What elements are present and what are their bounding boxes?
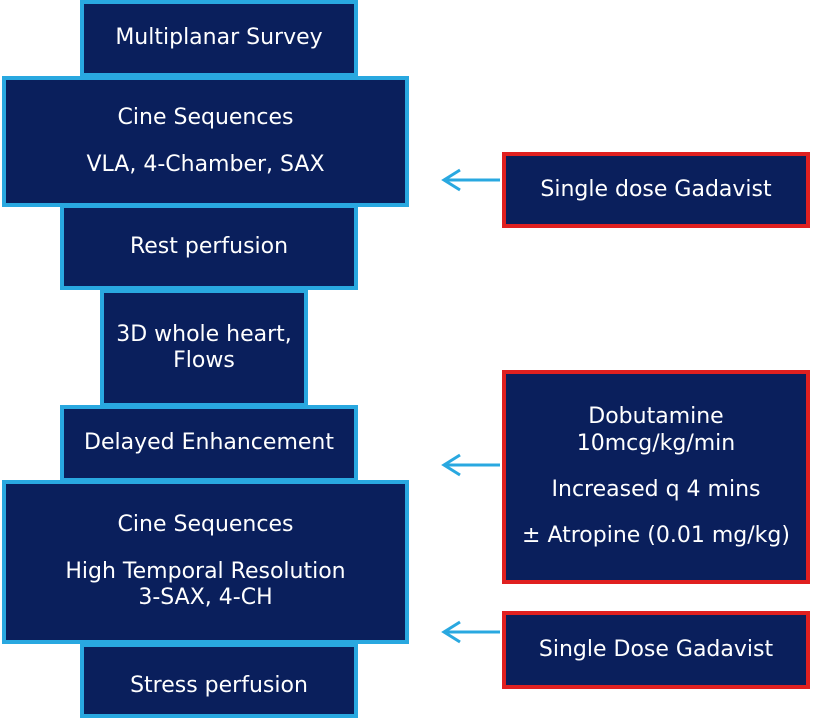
step-detail: 3-SAX, 4-CH [138,585,273,611]
agent-atropine: ± Atropine (0.01 mg/kg) [522,523,790,549]
step-detail: VLA, 4-Chamber, SAX [86,151,325,177]
step-stress-perfusion: Stress perfusion [80,643,358,718]
agent-label: Dobutamine [588,404,724,430]
agent-label: Single Dose Gadavist [538,636,774,662]
arrow-gadavist-2 [441,620,500,644]
agent-dobutamine: Dobutamine 10mcg/kg/min Increased q 4 mi… [502,370,810,584]
agent-label: Single dose Gadavist [540,176,772,202]
arrow-gadavist-1 [441,168,500,192]
step-label: Stress perfusion [130,673,308,699]
step-label: Delayed Enhancement [84,430,334,456]
step-label: Multiplanar Survey [115,25,323,51]
step-label: Cine Sequences [117,512,294,538]
agent-single-dose-gadavist-1: Single dose Gadavist [502,152,810,228]
agent-dose: 10mcg/kg/min [576,430,736,456]
agent-increment: Increased q 4 mins [551,477,761,502]
step-label: 3D whole heart, [116,321,292,347]
step-multiplanar-survey: Multiplanar Survey [80,0,358,77]
step-label: Cine Sequences [117,105,294,131]
step-detail: High Temporal Resolution [65,558,346,584]
step-cine-sequences-2: Cine Sequences High Temporal Resolution … [2,480,409,644]
step-detail: Flows [173,348,235,373]
step-rest-perfusion: Rest perfusion [60,204,358,290]
arrow-dobutamine [441,453,500,477]
agent-single-dose-gadavist-2: Single Dose Gadavist [502,611,810,689]
step-label: Rest perfusion [129,233,289,259]
